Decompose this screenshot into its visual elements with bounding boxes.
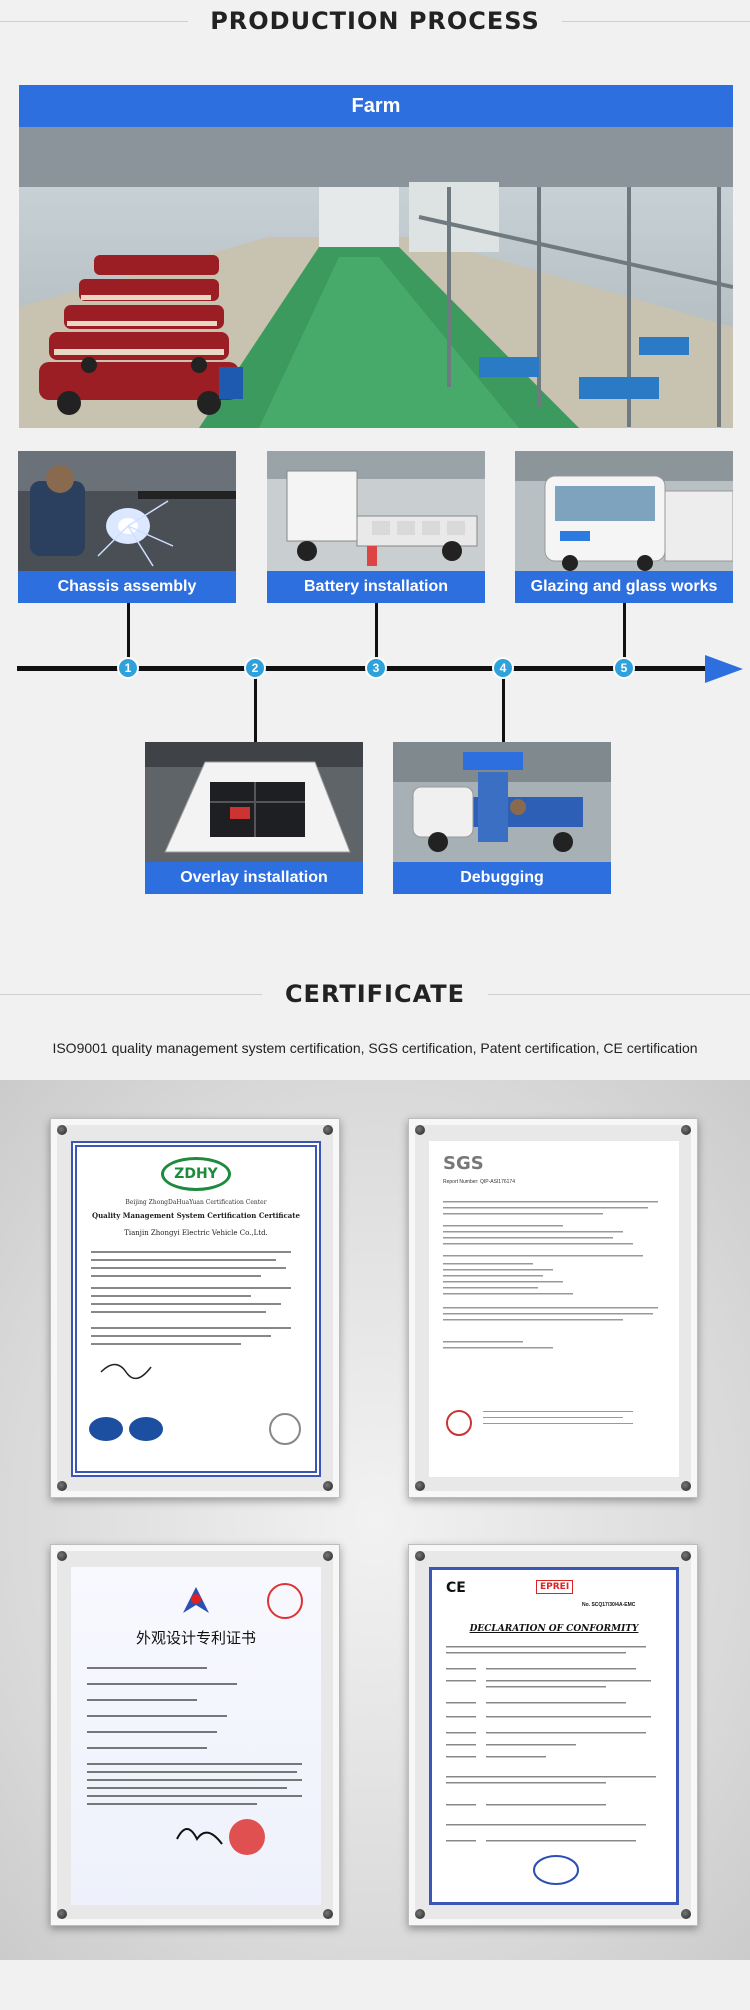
screw-icon xyxy=(681,1909,691,1919)
ce-declaration: CE EPREI No. SCQ17/30/4A-EMC DECLARATION… xyxy=(429,1567,679,1905)
patent-certificate: 外观设计专利证书 xyxy=(71,1567,321,1905)
step-dot-2: 2 xyxy=(244,657,266,679)
iaf-badge-icon xyxy=(89,1417,123,1441)
screw-icon xyxy=(323,1551,333,1561)
cert-rule-left xyxy=(0,994,262,995)
connector-4 xyxy=(502,670,505,742)
timeline-arrow-icon xyxy=(705,655,743,683)
title-rule-right xyxy=(562,21,750,22)
sgs-body-text xyxy=(443,1201,658,1436)
zdhy-body-text xyxy=(91,1251,291,1380)
overlay-installation-photo xyxy=(145,742,363,862)
cert-frame-patent: 外观设计专利证书 xyxy=(50,1544,340,1926)
patent-emblem-icon xyxy=(179,1585,213,1615)
cert-frame-ce: CE EPREI No. SCQ17/30/4A-EMC DECLARATION… xyxy=(408,1544,698,1926)
screw-icon xyxy=(57,1551,67,1561)
connector-2 xyxy=(254,670,257,742)
screw-icon xyxy=(415,1551,425,1561)
cnas-badge-icon xyxy=(129,1417,163,1441)
patent-title: 外观设计专利证书 xyxy=(135,1629,256,1647)
eprei-logo: EPREI xyxy=(536,1580,574,1594)
seal-icon xyxy=(269,1413,301,1445)
ce-title: DECLARATION OF CONFORMITY xyxy=(469,1624,639,1634)
zdhy-logo-text: ZDHY xyxy=(174,1166,218,1182)
cert-rule-right xyxy=(488,994,750,995)
screw-icon xyxy=(415,1125,425,1135)
screw-icon xyxy=(323,1125,333,1135)
sgs-logo: SGS xyxy=(443,1153,484,1174)
zdhy-cert-title: Quality Management System Certification … xyxy=(91,1211,300,1220)
farm-label-bar: Farm xyxy=(19,85,733,127)
step-dot-4: 4 xyxy=(492,657,514,679)
sgs-report: SGS Report Number: QIP-ASI176174 xyxy=(429,1141,679,1477)
debugging-photo xyxy=(393,742,611,862)
production-process-title: PRODUCTION PROCESS xyxy=(210,7,540,35)
timeline-line xyxy=(17,666,707,671)
step-dot-5: 5 xyxy=(613,657,635,679)
glazing-label: Glazing and glass works xyxy=(515,571,733,603)
patent-body-text xyxy=(87,1667,302,1855)
certificate-title: CERTIFICATE xyxy=(284,980,466,1008)
cert-frame-sgs: SGS Report Number: QIP-ASI176174 xyxy=(408,1118,698,1498)
ce-mark: CE xyxy=(446,1580,466,1596)
screw-icon xyxy=(57,1125,67,1135)
sgs-report-number: Report Number: QIP-ASI176174 xyxy=(443,1179,515,1185)
battery-installation-label: Battery installation xyxy=(267,571,485,603)
screw-icon xyxy=(681,1125,691,1135)
zdhy-center-name: Beijing ZhongDaHuaYuan Certification Cen… xyxy=(125,1199,267,1206)
screw-icon xyxy=(57,1909,67,1919)
cert-frame-iso9001: ZDHY Beijing ZhongDaHuaYuan Certificatio… xyxy=(50,1118,340,1498)
ce-body-text xyxy=(446,1646,656,1885)
zdhy-logo-icon: ZDHY xyxy=(161,1157,231,1191)
screw-icon xyxy=(415,1909,425,1919)
ce-number: No. SCQ17/30/4A-EMC xyxy=(582,1602,636,1608)
connector-1 xyxy=(127,603,130,667)
chassis-assembly-label: Chassis assembly xyxy=(18,571,236,603)
screw-icon xyxy=(323,1481,333,1491)
step-dot-1: 1 xyxy=(117,657,139,679)
screw-icon xyxy=(323,1909,333,1919)
step-dot-3: 3 xyxy=(365,657,387,679)
zdhy-company: Tianjin Zhongyi Electric Vehicle Co.,Ltd… xyxy=(124,1229,268,1237)
connector-3 xyxy=(375,603,378,667)
overlay-installation-label: Overlay installation xyxy=(145,862,363,894)
farm-photo xyxy=(19,127,733,428)
screw-icon xyxy=(681,1481,691,1491)
title-rule-left xyxy=(0,21,188,22)
certificate-subtitle: ISO9001 quality management system certif… xyxy=(52,1040,698,1056)
debugging-label: Debugging xyxy=(393,862,611,894)
screw-icon xyxy=(681,1551,691,1561)
chassis-assembly-photo xyxy=(18,451,236,571)
patent-seal-icon xyxy=(267,1583,303,1619)
glazing-photo xyxy=(515,451,733,571)
screw-icon xyxy=(57,1481,67,1491)
battery-installation-photo xyxy=(267,451,485,571)
iso9001-certificate: ZDHY Beijing ZhongDaHuaYuan Certificatio… xyxy=(71,1141,321,1477)
screw-icon xyxy=(415,1481,425,1491)
connector-5 xyxy=(623,603,626,667)
